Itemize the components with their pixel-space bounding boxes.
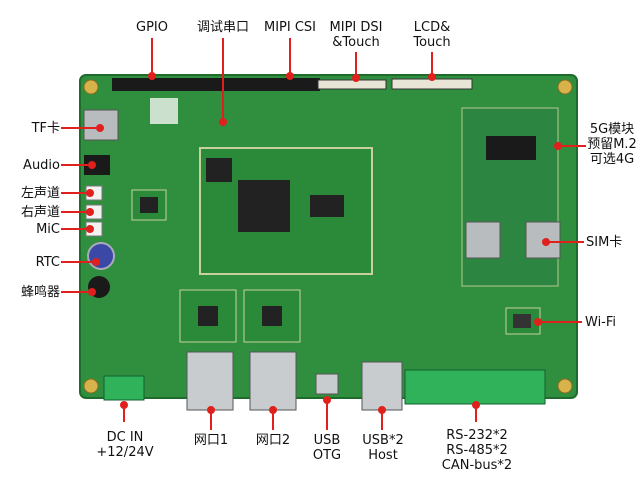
mount-hole	[83, 378, 99, 394]
audio-jack	[84, 155, 110, 175]
audio-codec-chip	[140, 197, 158, 213]
label-5g-module: 5G模块 预留M.2 可选4G	[582, 122, 642, 167]
label-dc-in-line2: +12/24V	[96, 445, 154, 460]
usb-otg-port	[315, 373, 339, 395]
label-usb-host-line1: USB*2	[362, 433, 404, 448]
label-usb-otg: USB OTG	[302, 433, 352, 463]
label-eth2: 网口2	[255, 433, 291, 448]
label-serial-line2: RS-485*2	[446, 443, 508, 458]
pointer-lines	[61, 38, 586, 430]
label-5g-line2: 预留M.2	[587, 137, 637, 152]
label-right-channel: 右声道	[20, 205, 60, 220]
label-rtc: RTC	[35, 255, 60, 270]
dc-terminal	[103, 375, 145, 401]
soc-chip	[238, 180, 290, 232]
label-audio: Audio	[23, 158, 60, 173]
label-debug-serial: 调试串口	[196, 20, 249, 35]
label-5g-line3: 可选4G	[589, 152, 635, 167]
serial-terminal-block	[404, 369, 546, 405]
m2-slot-area	[461, 107, 559, 287]
label-usb-host-line2: Host	[368, 448, 398, 463]
label-dc-in: DC IN +12/24V	[90, 430, 160, 460]
phy-chip	[262, 306, 282, 326]
label-lcd-line1: LCD&	[413, 20, 451, 35]
mount-hole	[557, 79, 573, 95]
label-mipi-dsi-line1: MIPI DSI	[329, 20, 383, 35]
label-mic: MiC	[36, 222, 60, 237]
ethernet-port-1	[186, 351, 234, 411]
usb-host-port	[361, 361, 403, 411]
mipi-dsi-connector	[317, 79, 387, 90]
label-buzzer: 蜂鸣器	[20, 285, 60, 300]
label-lcd-line2: Touch	[413, 35, 451, 50]
ethernet-port-2	[249, 351, 297, 411]
label-lcd-touch: LCD& Touch	[400, 20, 464, 50]
label-5g-line1: 5G模块	[589, 122, 635, 137]
label-left-channel: 左声道	[20, 186, 60, 201]
rtc-battery	[87, 242, 115, 270]
label-serial-line3: CAN-bus*2	[441, 458, 513, 473]
label-mipi-csi: MIPI CSI	[263, 20, 317, 35]
mount-hole	[557, 378, 573, 394]
memory-chip	[310, 195, 344, 217]
label-tf-card: TF卡	[31, 121, 60, 136]
gpio-header	[112, 78, 320, 91]
label-wifi: Wi-Fi	[585, 315, 617, 330]
label-sim: SIM卡	[586, 235, 623, 250]
label-eth1: 网口1	[193, 433, 229, 448]
mount-hole	[83, 79, 99, 95]
label-usb-otg-line1: USB	[313, 433, 341, 448]
label-serial-ports: RS-232*2 RS-485*2 CAN-bus*2	[430, 428, 524, 473]
m2-slot	[486, 136, 536, 160]
label-usb-otg-line2: OTG	[312, 448, 342, 463]
label-mipi-dsi-line2: &Touch	[332, 35, 380, 50]
wifi-chip	[513, 314, 531, 328]
phy-chip	[198, 306, 218, 326]
sim-slot	[465, 221, 501, 259]
label-usb-host: USB*2 Host	[352, 433, 414, 463]
logo-mark	[150, 98, 178, 124]
label-dc-in-line1: DC IN	[106, 430, 144, 445]
label-mipi-dsi: MIPI DSI &Touch	[320, 20, 392, 50]
memory-chip	[206, 158, 232, 182]
label-serial-line1: RS-232*2	[446, 428, 508, 443]
label-gpio: GPIO	[136, 20, 168, 35]
